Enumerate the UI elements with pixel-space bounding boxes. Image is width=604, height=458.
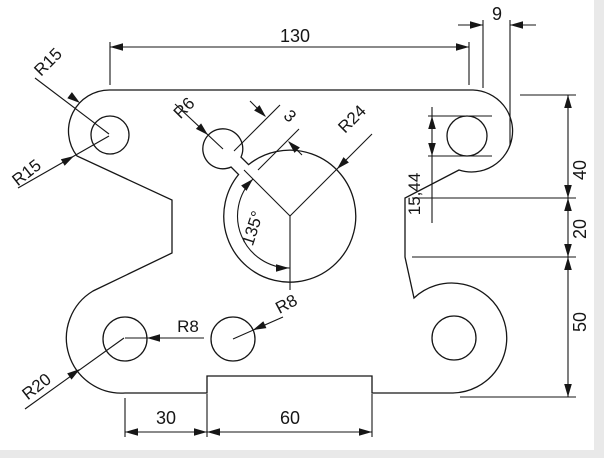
- dim-right-chain: 40 20 50: [412, 94, 590, 398]
- r24-label: R24: [334, 101, 369, 136]
- arrowhead: [147, 334, 160, 342]
- leader-r24: R24: [289, 101, 373, 217]
- r8-center-label: R8: [272, 291, 300, 318]
- hole-bottom-right: [431, 315, 477, 361]
- arrowhead: [195, 123, 208, 135]
- arrowhead: [428, 143, 436, 156]
- arrowhead: [60, 156, 74, 166]
- leader-r6: R6: [170, 94, 224, 150]
- arrowhead: [564, 244, 572, 257]
- arrowhead: [67, 369, 80, 380]
- r20-label: R20: [18, 370, 54, 404]
- dim-60-label: 60: [280, 408, 300, 428]
- page-edge-right: [594, 0, 604, 458]
- arrowhead: [564, 257, 572, 270]
- arrowhead: [337, 157, 349, 169]
- arrowhead: [276, 264, 289, 272]
- dim-15-44: 15,44: [405, 107, 492, 223]
- arrowhead: [207, 428, 220, 436]
- r8-left-label: R8: [177, 317, 199, 336]
- dim-9: 9: [458, 4, 536, 145]
- dim-40-label: 40: [570, 160, 590, 180]
- arrowhead: [456, 43, 469, 51]
- arrowhead: [564, 384, 572, 397]
- dim-1544-label: 15,44: [405, 173, 424, 216]
- r15-upper-label: R15: [30, 44, 65, 79]
- leader-r15-lower: R15: [8, 135, 110, 190]
- dim-30-label: 30: [156, 408, 176, 428]
- arrowhead: [125, 428, 138, 436]
- arrowhead: [67, 92, 80, 103]
- dim-130-label: 130: [280, 26, 310, 46]
- dim-20-label: 20: [570, 219, 590, 239]
- arrowhead: [254, 105, 266, 117]
- r6-label: R6: [170, 94, 199, 123]
- arrowhead: [470, 21, 483, 29]
- dim-130: 130: [109, 26, 470, 85]
- r15-lower-label: R15: [8, 156, 44, 190]
- dim-135-label: 135°: [238, 209, 267, 248]
- arrowhead: [194, 428, 207, 436]
- arrowhead: [428, 116, 436, 129]
- arrowhead: [359, 428, 372, 436]
- page-edge-bottom: [0, 450, 604, 458]
- hole-bottom-center: [210, 316, 256, 362]
- arrowhead: [253, 321, 267, 330]
- part-outline: [65, 89, 514, 394]
- dim-50-label: 50: [570, 312, 590, 332]
- arrowhead: [510, 21, 523, 29]
- dim-135-angle: 135°: [236, 178, 291, 272]
- arrowhead: [564, 95, 572, 108]
- centerline-slot-axis: [243, 169, 291, 217]
- leader-r20: R20: [18, 337, 125, 410]
- dim-9-label: 9: [492, 4, 502, 24]
- leader-r8-center: R8: [232, 291, 300, 340]
- arrowhead: [564, 198, 572, 211]
- dim-3-label: 3: [280, 106, 300, 126]
- hole-top-right: [446, 115, 488, 157]
- hole-top-left: [90, 115, 130, 155]
- arrowhead: [110, 43, 123, 51]
- arrowhead: [241, 179, 253, 191]
- hole-bottom-left: [102, 316, 148, 362]
- central-circle-keyhole: [202, 128, 357, 283]
- arrowhead: [288, 141, 300, 153]
- arrowhead: [564, 185, 572, 198]
- dim-bottom-chain: 30 60: [124, 394, 373, 437]
- leader-r8-left: R8: [125, 317, 204, 342]
